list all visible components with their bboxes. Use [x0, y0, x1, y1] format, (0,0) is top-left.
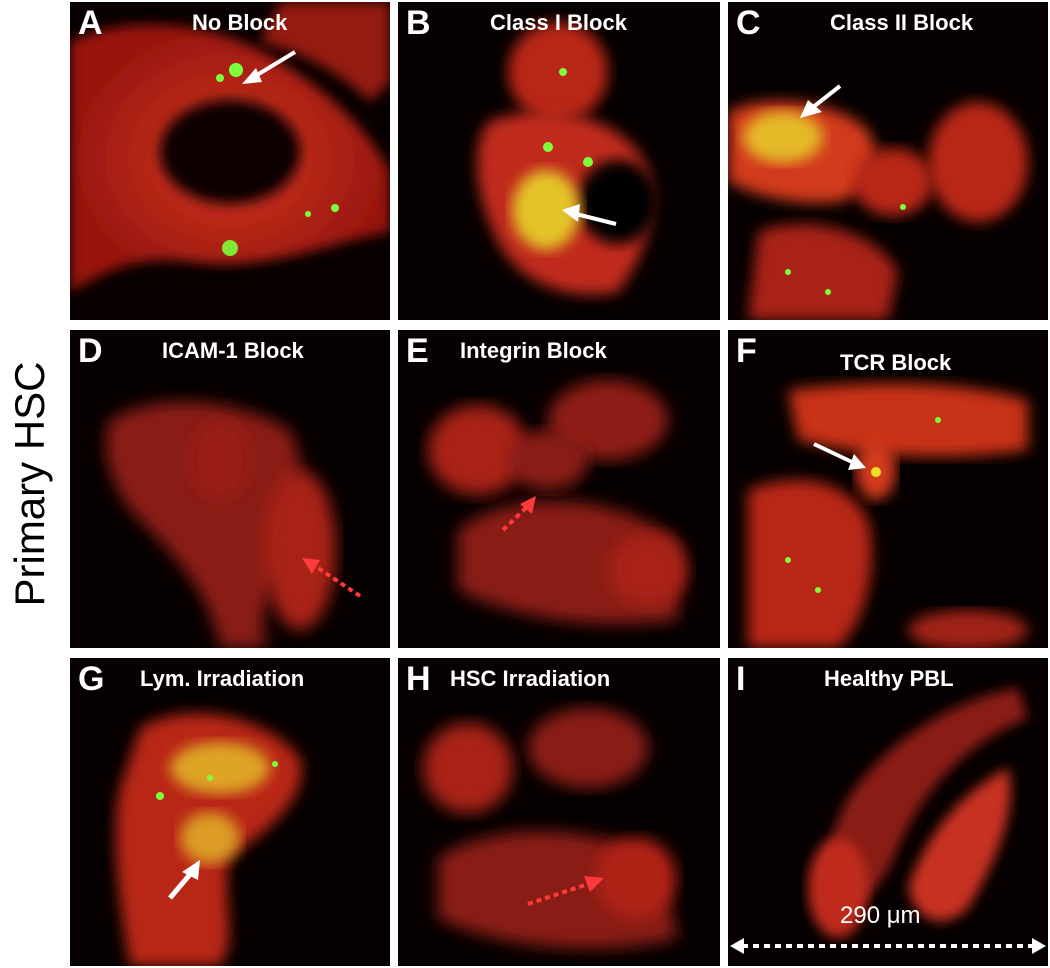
panel-letter-d: D	[78, 332, 103, 370]
panel-h-image	[398, 658, 720, 966]
panel-e-image	[398, 330, 720, 648]
panel-letter-g: G	[78, 660, 105, 698]
panel-title-a: No Block	[192, 10, 288, 35]
red-dotted-arrow-head	[302, 558, 320, 574]
panel-b-image	[398, 2, 720, 320]
green-dot	[559, 68, 567, 76]
panel-title-e: Integrin Block	[460, 338, 607, 363]
panel-c: C Class II Block	[728, 2, 1048, 320]
scale-bar-right-head	[1032, 938, 1046, 954]
panel-i: I Healthy PBL 290 μm	[728, 658, 1048, 966]
white-arrow-head	[848, 454, 866, 470]
panel-title-g: Lym. Irradiation	[140, 666, 305, 691]
green-dot	[785, 557, 791, 563]
green-dot	[815, 587, 821, 593]
green-dot	[331, 204, 339, 212]
panel-b: B Class I Block	[398, 2, 720, 320]
white-arrow	[250, 50, 297, 80]
scale-bar-left-head	[730, 938, 744, 954]
panel-title-i: Healthy PBL	[824, 666, 954, 691]
panel-a: A No Block	[70, 2, 390, 320]
panel-h: H HSC Irradiation	[398, 658, 720, 966]
green-dot	[900, 204, 906, 210]
green-dot	[825, 289, 831, 295]
green-dot	[935, 417, 941, 423]
red-dotted-arrow	[313, 564, 362, 598]
panel-letter-e: E	[406, 332, 429, 370]
side-label: Primary HSC	[6, 361, 53, 607]
panel-f-image	[728, 330, 1048, 648]
panel-title-d: ICAM-1 Block	[162, 338, 304, 363]
green-dot	[272, 761, 278, 767]
green-dot	[305, 211, 311, 217]
white-arrow-head	[242, 68, 262, 84]
green-dot	[583, 157, 593, 167]
white-arrow-head	[800, 100, 822, 118]
red-dotted-arrow-head	[584, 876, 604, 892]
green-dot	[785, 269, 791, 275]
panel-g-image	[70, 658, 390, 966]
scale-bar-label: 290 μm	[840, 902, 921, 929]
panel-d-image	[70, 330, 390, 648]
panel-title-f: TCR Block	[840, 350, 952, 375]
green-dot	[871, 467, 881, 477]
green-dot	[229, 63, 243, 77]
panel-letter-b: B	[406, 4, 431, 42]
panel-letter-f: F	[736, 332, 757, 370]
panel-title-c: Class II Block	[830, 10, 974, 35]
panel-letter-c: C	[736, 4, 761, 42]
white-arrow	[575, 212, 617, 226]
panel-title-h: HSC Irradiation	[450, 666, 611, 691]
white-arrow	[813, 442, 853, 464]
panel-f: F TCR Block	[728, 330, 1048, 648]
green-dot	[207, 775, 213, 781]
white-arrow	[168, 870, 194, 900]
green-dot	[543, 142, 553, 152]
panel-title-b: Class I Block	[490, 10, 627, 35]
panel-letter-h: H	[406, 660, 431, 698]
white-arrow-head	[182, 860, 200, 880]
panel-e: E Integrin Block	[398, 330, 720, 648]
panel-letter-i: I	[736, 660, 746, 698]
red-dotted-arrow	[527, 882, 589, 906]
panel-a-image	[70, 2, 390, 320]
green-dot	[216, 74, 224, 82]
panel-c-image	[728, 2, 1048, 320]
white-arrow-head	[562, 204, 580, 222]
panel-i-image	[728, 658, 1048, 966]
green-dot	[156, 792, 164, 800]
white-arrow	[810, 84, 842, 110]
green-dot	[222, 240, 238, 256]
panel-g: G Lym. Irradiation	[70, 658, 390, 966]
panel-d: D ICAM-1 Block	[70, 330, 390, 648]
red-dotted-arrow-head	[520, 496, 536, 514]
panel-letter-a: A	[78, 4, 103, 42]
